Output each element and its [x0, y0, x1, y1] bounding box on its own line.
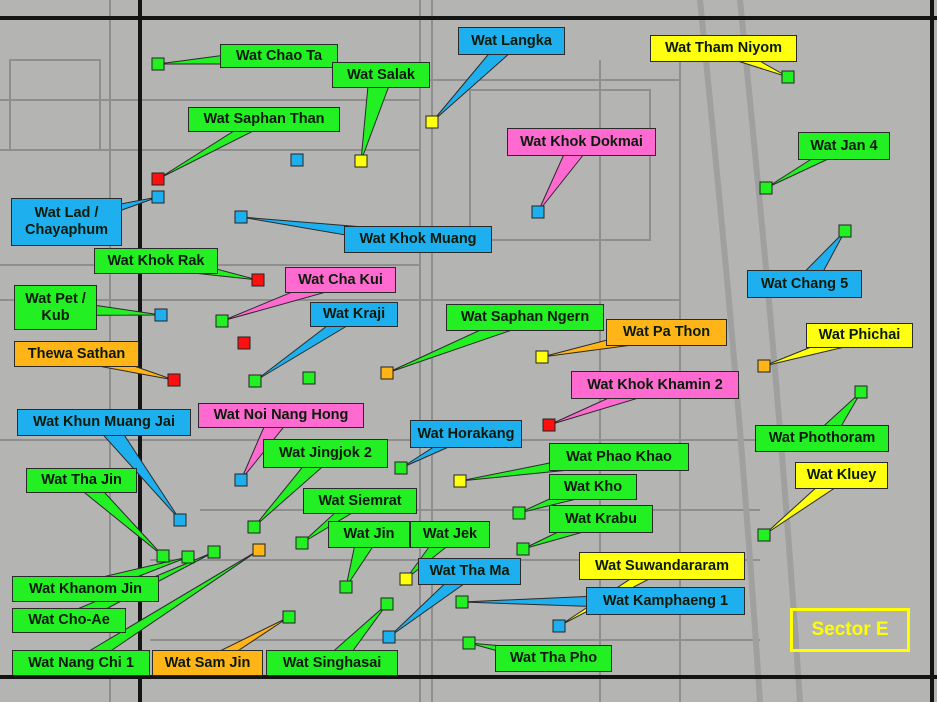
temple-label: Wat Tham Niyom: [650, 35, 797, 62]
temple-marker: [531, 205, 545, 219]
temple-marker: [394, 461, 408, 475]
temple-marker: [757, 528, 771, 542]
temple-marker: [399, 572, 413, 586]
temple-label: Wat Kluey: [795, 462, 888, 489]
temple-marker: [290, 153, 304, 167]
temple-marker: [248, 374, 262, 388]
temple-label: Wat Khok Khamin 2: [571, 371, 739, 399]
temple-label: Wat Tha Pho: [495, 645, 612, 672]
temple-marker: [542, 418, 556, 432]
temple-marker: [354, 154, 368, 168]
temple-marker: [151, 172, 165, 186]
temple-label: Wat Salak: [332, 62, 430, 88]
temple-marker: [151, 57, 165, 71]
temple-marker: [282, 610, 296, 624]
temple-marker: [462, 636, 476, 650]
temple-label: Wat Horakang: [410, 420, 522, 448]
temple-marker: [154, 308, 168, 322]
temple-label: Wat Cha Kui: [285, 267, 396, 293]
temple-marker: [237, 336, 251, 350]
temple-marker: [156, 549, 170, 563]
temple-marker: [247, 520, 261, 534]
temple-marker: [552, 619, 566, 633]
temple-marker: [455, 595, 469, 609]
temple-label: Wat Chao Ta: [220, 44, 338, 68]
temple-marker: [302, 371, 316, 385]
temple-label: Wat Nang Chi 1: [12, 650, 150, 676]
sector-label: Sector E: [790, 608, 910, 652]
temple-label: Wat Jingjok 2: [263, 439, 388, 468]
temple-label: Wat Langka: [458, 27, 565, 55]
temple-label: Wat Phichai: [806, 323, 913, 348]
temple-label: Wat Khanom Jin: [12, 576, 159, 602]
temple-marker: [757, 359, 771, 373]
temple-label: Wat Sam Jin: [152, 650, 263, 676]
temple-label: Wat Pet / Kub: [14, 285, 97, 330]
temple-marker: [380, 366, 394, 380]
temple-label: Wat Lad / Chayaphum: [11, 198, 122, 246]
temple-label: Wat Kamphaeng 1: [586, 587, 745, 615]
temple-label: Wat Khok Rak: [94, 248, 218, 274]
temple-label: Wat Krabu: [549, 505, 653, 533]
temple-marker: [295, 536, 309, 550]
temple-label: Thewa Sathan: [14, 341, 139, 367]
temple-label: Wat Kraji: [310, 302, 398, 327]
temple-label: Wat Chang 5: [747, 270, 862, 298]
temple-marker: [173, 513, 187, 527]
temple-marker: [234, 473, 248, 487]
temple-marker: [838, 224, 852, 238]
temple-label: Wat Tha Jin: [26, 468, 137, 493]
temple-marker: [234, 210, 248, 224]
temple-marker: [425, 115, 439, 129]
temple-marker: [181, 550, 195, 564]
temple-marker: [382, 630, 396, 644]
temple-label: Wat Phothoram: [755, 425, 889, 452]
temple-marker: [535, 350, 549, 364]
temple-label: Wat Phao Khao: [549, 443, 689, 471]
temple-marker: [453, 474, 467, 488]
temple-marker: [251, 273, 265, 287]
temple-marker: [151, 190, 165, 204]
temple-label: Wat Suwandararam: [579, 552, 745, 580]
temple-label: Wat Cho-Ae: [12, 608, 126, 633]
temple-label: Wat Jin: [328, 521, 410, 548]
temple-label: Wat Khun Muang Jai: [17, 409, 191, 436]
temple-label: Wat Pa Thon: [606, 319, 727, 346]
temple-label: Wat Jan 4: [798, 132, 890, 160]
temple-marker: [512, 506, 526, 520]
temple-label: Wat Siemrat: [303, 488, 417, 514]
temple-marker: [380, 597, 394, 611]
temple-label: Wat Noi Nang Hong: [198, 403, 364, 428]
temple-label: Wat Tha Ma: [418, 558, 521, 585]
temple-marker: [854, 385, 868, 399]
temple-marker: [252, 543, 266, 557]
temple-marker: [215, 314, 229, 328]
temple-label: Wat Saphan Than: [188, 107, 340, 132]
temple-marker: [167, 373, 181, 387]
temple-label: Wat Jek: [410, 521, 490, 548]
temple-label: Wat Saphan Ngern: [446, 304, 604, 331]
temple-label: Wat Khok Dokmai: [507, 128, 656, 156]
temple-label: Wat Khok Muang: [344, 226, 492, 253]
temple-marker: [781, 70, 795, 84]
temple-marker: [207, 545, 221, 559]
temple-marker: [759, 181, 773, 195]
temple-label: Wat Kho: [549, 474, 637, 500]
temple-label: Wat Singhasai: [266, 650, 398, 676]
temple-marker: [516, 542, 530, 556]
temple-marker: [339, 580, 353, 594]
